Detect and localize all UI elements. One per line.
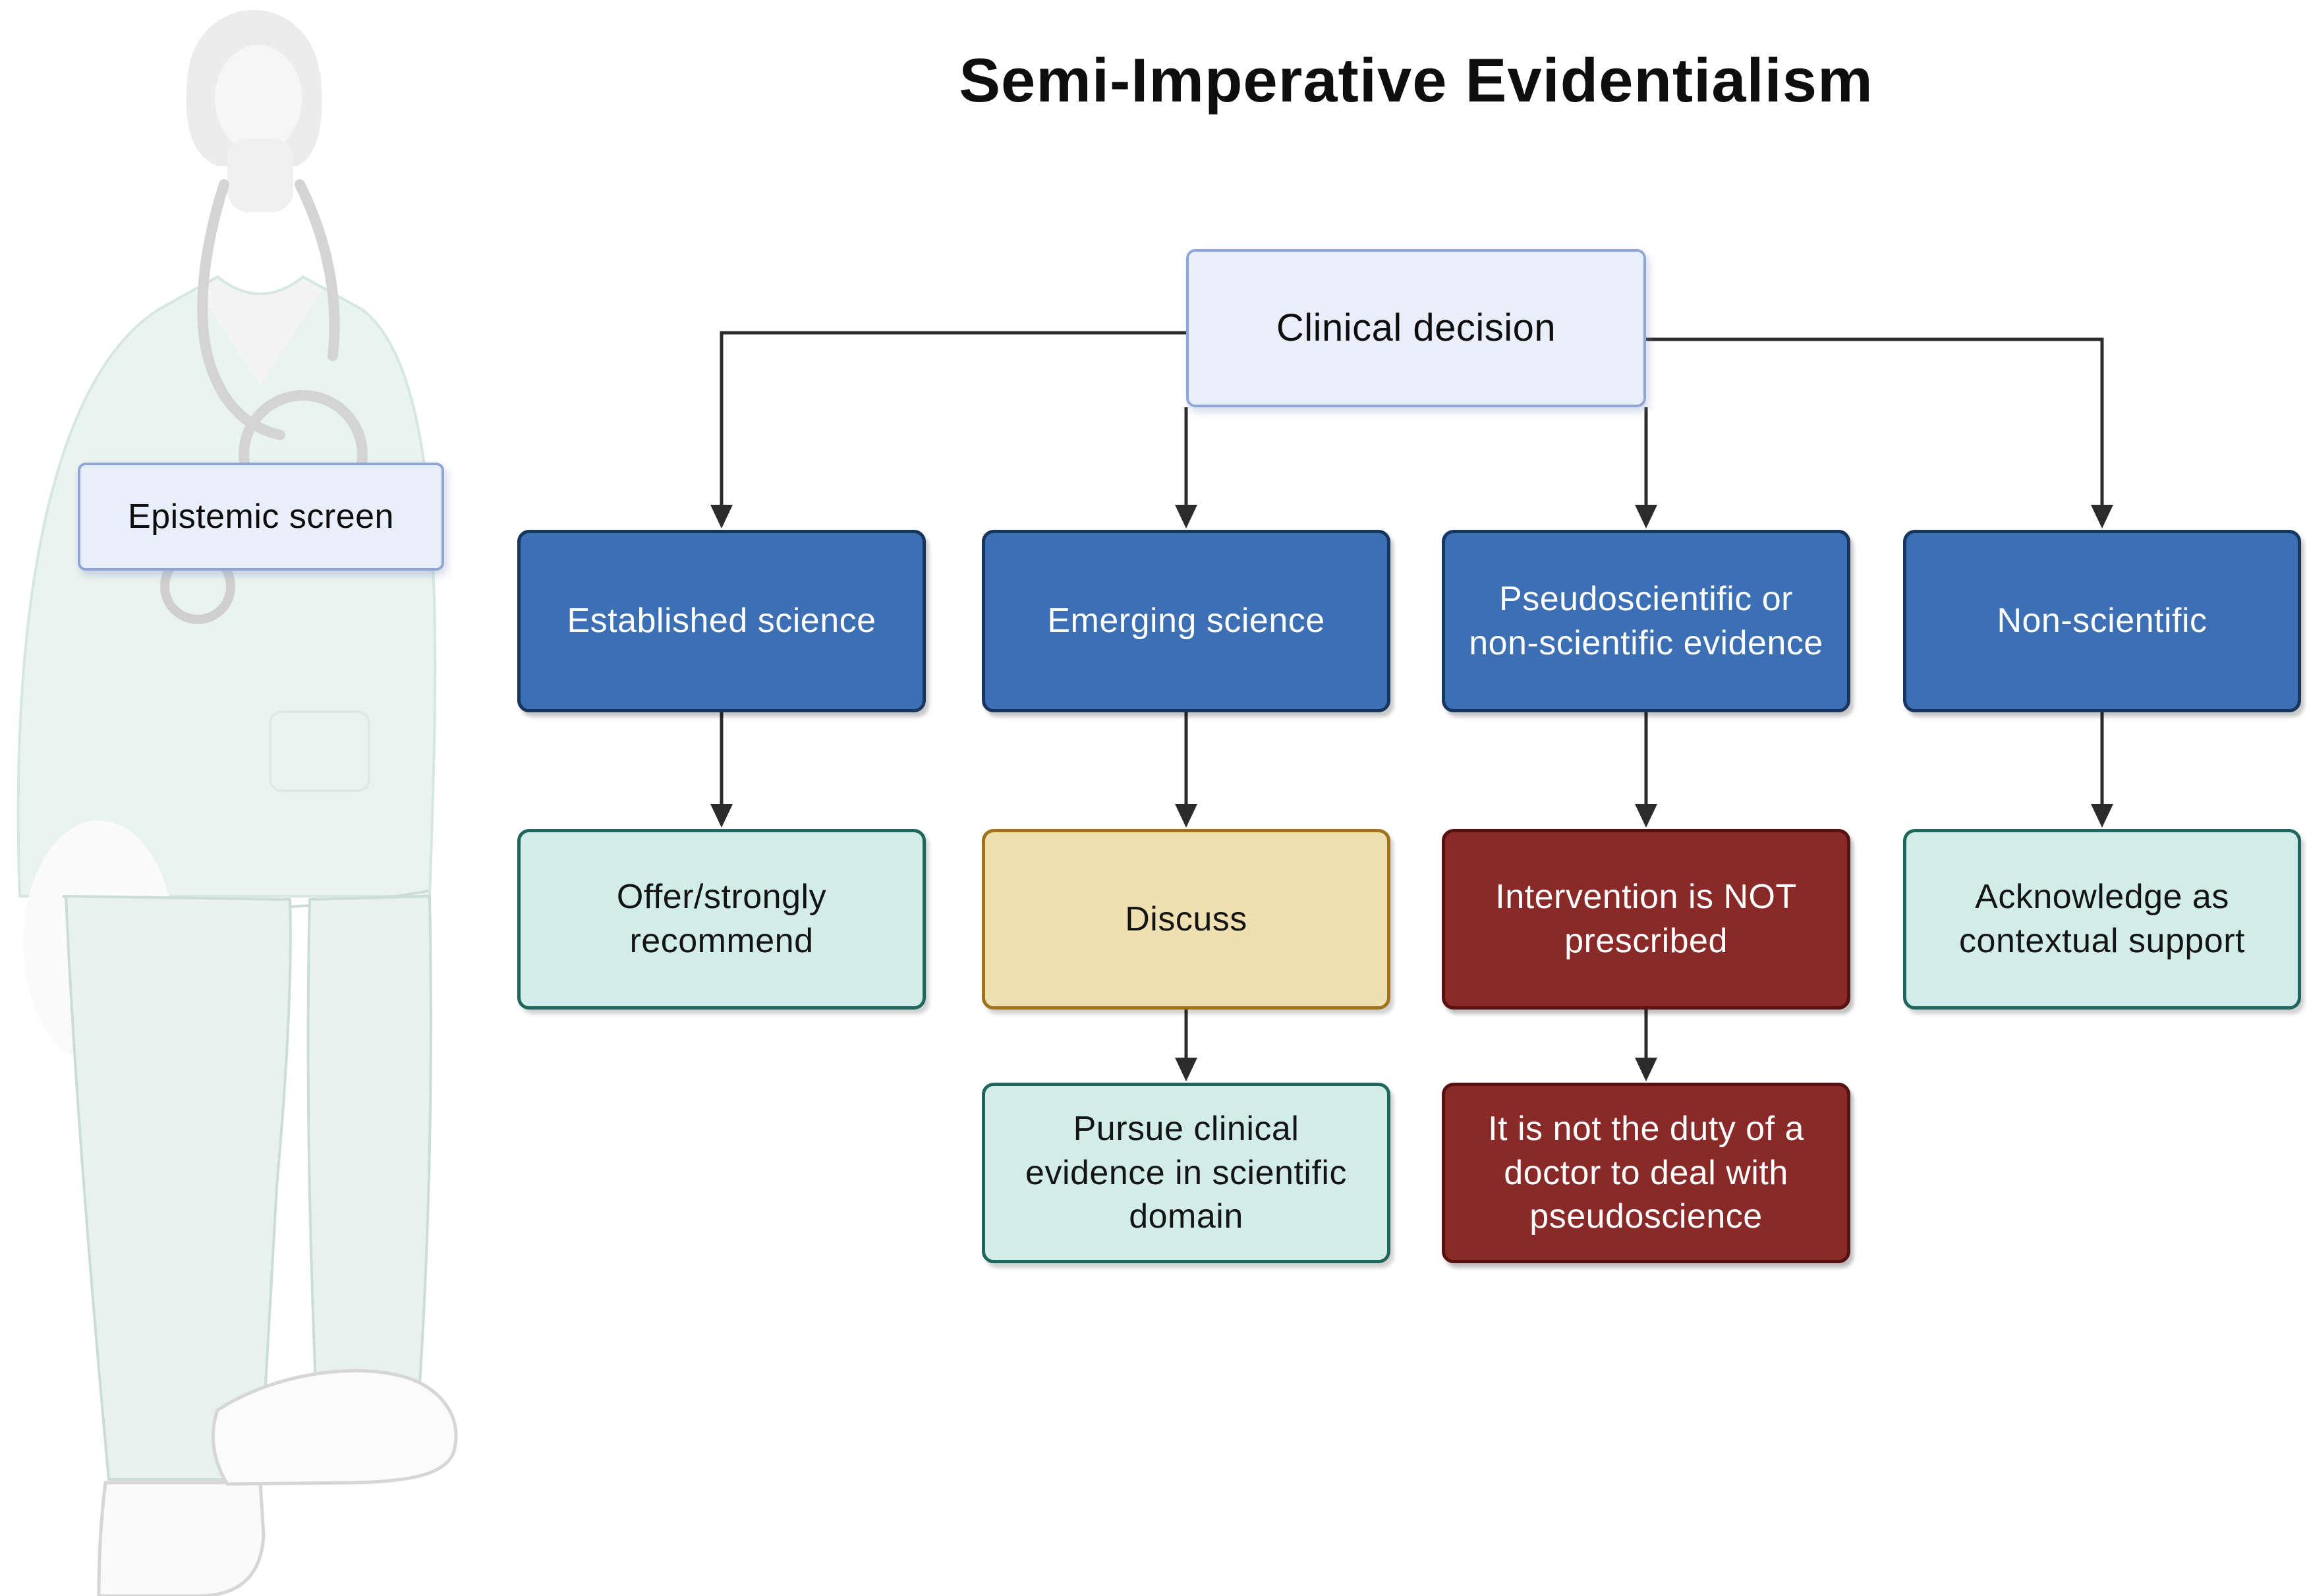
connector-root-to-nonscientific (1646, 337, 2104, 505)
category-emerging-science: Emerging science (982, 530, 1390, 712)
diagram-title: Semi-Imperative Evidentialism (959, 45, 1873, 115)
category-non-scientific: Non-scientific (1903, 530, 2301, 712)
clinician-left-leg (64, 894, 292, 1481)
stethoscope-tube-right (295, 179, 340, 361)
clinician-vneck (198, 279, 322, 385)
outcome-intervention-not-prescribed: Intervention is NOT prescribed (1442, 829, 1850, 1010)
clinical-decision-label: Clinical decision (1276, 306, 1556, 349)
connector-root-to-established (720, 331, 1186, 505)
clinician-neck (227, 138, 293, 212)
followup-not-duty-of-doctor: It is not the duty of a doctor to deal w… (1442, 1083, 1850, 1263)
clinical-decision-node: Clinical decision (1186, 249, 1646, 407)
scrub-pocket (269, 710, 370, 792)
clinician-figure (16, 10, 458, 1596)
category-established-science: Established science (517, 530, 926, 712)
outcome-acknowledge-contextual-support: Acknowledge as contextual support (1903, 829, 2301, 1010)
outcome-offer-strongly-recommend: Offer/strongly recommend (517, 829, 926, 1010)
outcome-discuss: Discuss (982, 829, 1390, 1010)
clinician-right-leg (306, 894, 432, 1406)
clinician-left-shoe (97, 1481, 266, 1596)
clinician-face (215, 45, 302, 153)
epistemic-screen-label: Epistemic screen (78, 463, 444, 571)
followup-pursue-clinical-evidence: Pursue clinical evidence in scientific d… (982, 1083, 1390, 1263)
clinician-right-shoe (211, 1369, 458, 1486)
category-pseudoscientific-evidence: Pseudoscientific or non-scientific evide… (1442, 530, 1850, 712)
